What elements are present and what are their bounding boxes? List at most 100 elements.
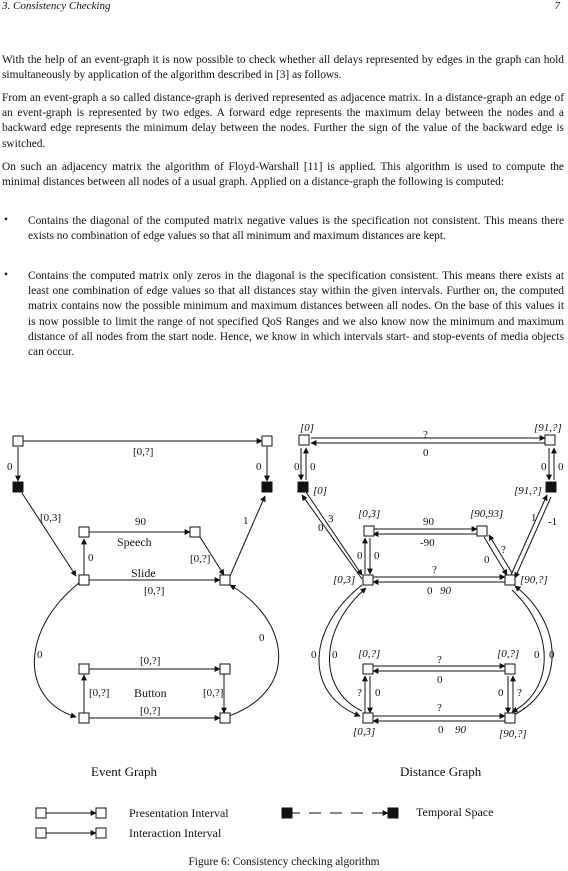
bullet-item-1: Contains the diagonal of the computed ma… (28, 215, 564, 243)
graph-edge (483, 536, 508, 576)
figure-label: 0 (357, 550, 363, 562)
event-node-end (261, 435, 273, 447)
eg-label-speech-left: 0 (88, 552, 94, 564)
figure-label: [0,3] (353, 726, 375, 738)
eg-label-left-diag: [0,3] (40, 512, 61, 524)
figure-label: 0 (437, 674, 443, 686)
graph-node (281, 807, 293, 819)
paragraph-1: With the help of an event-graph it is no… (2, 54, 564, 82)
figure-label: [0,?] (358, 648, 380, 660)
eg-label-button: Button (134, 686, 167, 700)
figure-label: 0 (498, 687, 504, 699)
bullet-item-2: Contains the computed matrix only zeros … (28, 270, 564, 359)
figure-label: [0] (313, 485, 327, 497)
graph-node (504, 574, 516, 586)
graph-edge (318, 584, 363, 717)
figure-label: ? (437, 702, 442, 714)
eg-label-speech: Speech (117, 535, 152, 549)
eg-label-button-top: [0,?] (140, 655, 160, 667)
figure-label: ? (517, 687, 522, 699)
figure-label: 0 (541, 461, 547, 473)
eg-label-top: [0,?] (133, 446, 153, 458)
event-node-bottom-start (78, 712, 90, 724)
graph-node (504, 663, 516, 675)
legend-temporal: Temporal Space (416, 805, 493, 819)
figure-label: 0 (318, 522, 324, 534)
graph-edge (229, 495, 266, 577)
figure-label: ? (357, 687, 362, 699)
paragraph-2: From an event-graph a so called distance… (2, 92, 564, 150)
eg-label-slide-val: [0,?] (144, 585, 164, 597)
figure-label: 0 (294, 461, 300, 473)
graph-node (298, 434, 310, 446)
graph-edge (511, 585, 553, 717)
graph-node (545, 481, 557, 493)
figure-label: 0 (438, 724, 444, 736)
eg-label-speech-right: [0,?] (190, 553, 210, 565)
graph-node (95, 827, 107, 839)
graph-edge (228, 584, 280, 717)
bullet-marker-2: • (4, 269, 8, 281)
figure-label: 90 (423, 516, 435, 528)
graph-node (387, 807, 399, 819)
eg-label-speech-val: 90 (135, 516, 147, 528)
graph-node (476, 525, 488, 537)
event-node-speech-end (189, 526, 201, 538)
figure-label: ? (437, 654, 442, 666)
graph-edge (488, 534, 513, 574)
graph-node (35, 827, 47, 839)
figure-label: [90,?] (520, 574, 548, 586)
running-header-section: 3. Consistency Checking (2, 0, 111, 12)
figure-label: [90,?] (499, 728, 527, 740)
graph-edge (511, 589, 545, 713)
graph-edge (305, 491, 363, 576)
figure-label: 0 (549, 649, 555, 661)
figure-label: 90 (440, 585, 452, 597)
figure-label: ? (423, 429, 428, 441)
graph-node (363, 525, 375, 537)
figure-label: 0 (310, 461, 316, 473)
graph-node (95, 807, 107, 819)
figure-label: 0 (558, 461, 564, 473)
graph-edge (199, 536, 225, 576)
event-node-speech-start (78, 526, 90, 538)
eg-label-left-top: 0 (7, 461, 13, 473)
figure-label: ? (501, 544, 506, 556)
figure-label: 0 (311, 649, 317, 661)
graph-node (362, 574, 374, 586)
graph-edge (514, 496, 552, 579)
eg-label-button-bottom: [0,?] (140, 705, 160, 717)
legend-interaction: Interaction Interval (129, 826, 222, 840)
dg-node-tl: [0] (300, 422, 314, 434)
graph-node (362, 712, 374, 724)
eg-label-right-diag: 1 (243, 515, 249, 527)
graph-node (261, 481, 273, 493)
page-number: 7 (554, 0, 561, 12)
figure-label: 0 (375, 687, 381, 699)
event-graph-title: Event Graph (91, 764, 158, 779)
graph-node (362, 663, 374, 675)
figure-label: [91,?] (514, 485, 542, 497)
figure-label: 0 (427, 585, 433, 597)
graph-edge (301, 494, 363, 580)
eg-label-right-top: 0 (256, 461, 262, 473)
eg-label-slide: Slide (131, 566, 156, 580)
event-node-button-start (78, 663, 90, 675)
graph-node (544, 434, 556, 446)
figure-label: 0 (423, 447, 429, 459)
distance-graph-title: Distance Graph (400, 764, 482, 779)
paragraph-3: On such an adjacency matrix the algorith… (2, 161, 564, 189)
graph-edge (21, 492, 77, 577)
figure-label: 1 (531, 512, 537, 524)
graph-edge (510, 494, 548, 576)
figure-label: [0,3] (333, 574, 355, 586)
figure-label: 0 (484, 554, 490, 566)
graph-edge (33, 582, 80, 719)
graph-node (297, 481, 309, 493)
figure-label: 3 (328, 513, 334, 525)
figure-label: 0 (332, 649, 338, 661)
figure-label: 0 (374, 550, 380, 562)
graph-node (504, 712, 516, 724)
event-node-bottom-end (219, 712, 231, 724)
